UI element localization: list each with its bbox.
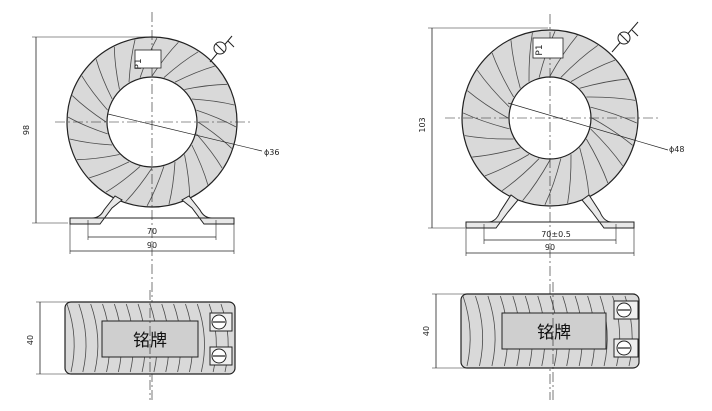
- left-base-label: 90: [147, 241, 157, 250]
- winding-line: [69, 138, 113, 146]
- right-side-view: 40 铭牌: [422, 282, 640, 400]
- winding-line: [184, 83, 228, 90]
- winding-line: [113, 46, 120, 90]
- winding-line: [67, 116, 108, 135]
- right-terminal-label: P1: [535, 44, 545, 55]
- winding-line: [462, 112, 510, 130]
- winding-line: [78, 303, 87, 373]
- winding-line: [151, 41, 179, 77]
- winding-line: [196, 109, 237, 128]
- right-base-label: 90: [545, 243, 555, 252]
- right-diameter-label: ϕ48: [669, 145, 684, 154]
- winding-line: [66, 303, 75, 373]
- left-winding-lines: [67, 37, 237, 207]
- winding-line: [168, 161, 176, 205]
- winding-line: [544, 158, 562, 206]
- winding-line: [528, 32, 533, 82]
- winding-line: [567, 154, 572, 204]
- winding-line: [510, 40, 521, 89]
- winding-line: [174, 65, 215, 83]
- winding-line: [472, 147, 521, 158]
- winding-line: [197, 121, 233, 149]
- right-depth-label: 40: [422, 326, 431, 336]
- winding-line: [590, 106, 638, 124]
- right-side-screw-bottom-icon: [613, 338, 639, 358]
- winding-line: [191, 98, 235, 106]
- left-side-screw-bottom-icon: [209, 346, 233, 366]
- winding-line: [484, 154, 530, 177]
- winding-line: [549, 35, 578, 77]
- winding-line: [467, 90, 509, 119]
- right-foot-right: [581, 194, 635, 229]
- winding-line: [491, 52, 514, 98]
- left-depth-label: 40: [26, 335, 35, 345]
- winding-line: [163, 51, 199, 78]
- right-mount-label: 70±0.5: [541, 230, 571, 239]
- right-nameplate-text: 铭牌: [537, 323, 571, 343]
- winding-line: [579, 78, 628, 89]
- left-mount-label: 70: [147, 227, 157, 236]
- winding-line: [591, 117, 633, 146]
- left-side-screw-top-icon: [209, 312, 233, 332]
- winding-line: [184, 154, 191, 198]
- right-front-view: 103 ϕ48 P1 70±0.5 90: [418, 14, 684, 400]
- left-diameter-label: ϕ36: [264, 148, 279, 157]
- winding-line: [522, 159, 551, 201]
- right-height-label: 103: [418, 117, 427, 132]
- winding-line: [560, 44, 599, 78]
- winding-line: [586, 138, 609, 184]
- winding-line: [196, 303, 205, 373]
- right-nameplate: [501, 312, 607, 350]
- winding-line: [71, 95, 107, 123]
- winding-line: [146, 166, 165, 207]
- winding-line: [196, 133, 223, 169]
- right-foot-left: [465, 194, 519, 229]
- left-side-view: 40 铭牌: [26, 290, 236, 400]
- right-diameter-leader: [507, 102, 669, 151]
- winding-line: [125, 167, 153, 203]
- winding-line: [590, 128, 624, 167]
- left-terminal-label: P1: [134, 58, 144, 69]
- winding-line: [464, 135, 514, 140]
- winding-line: [599, 295, 608, 367]
- winding-line: [487, 295, 496, 367]
- right-winding-lines: [462, 30, 638, 206]
- left-foot-right: [181, 195, 235, 225]
- winding-line: [570, 59, 616, 82]
- winding-line: [208, 303, 217, 373]
- winding-line: [220, 303, 229, 373]
- left-terminal-screw-icon: [209, 35, 235, 63]
- winding-line: [81, 75, 108, 111]
- winding-line: [105, 166, 141, 193]
- right-side-screw-top-icon: [613, 300, 639, 320]
- left-height-label: 98: [22, 125, 31, 135]
- left-diameter-leader: [107, 113, 263, 152]
- winding-line: [501, 158, 540, 192]
- winding-line: [476, 69, 510, 108]
- right-terminal-box: [532, 37, 564, 59]
- winding-line: [462, 295, 471, 367]
- winding-line: [76, 154, 120, 161]
- left-foot-left: [69, 195, 123, 225]
- left-front-view: 98 ϕ36 P1 70: [22, 12, 279, 400]
- winding-line: [579, 147, 590, 196]
- winding-line: [586, 96, 636, 101]
- winding-line: [90, 303, 99, 373]
- left-terminal-box: [134, 49, 162, 69]
- right-terminal-screw-icon: [611, 21, 639, 53]
- winding-line: [191, 144, 209, 185]
- winding-line: [475, 295, 484, 367]
- winding-line: [128, 39, 136, 83]
- winding-line: [89, 161, 130, 179]
- winding-line: [95, 59, 113, 100]
